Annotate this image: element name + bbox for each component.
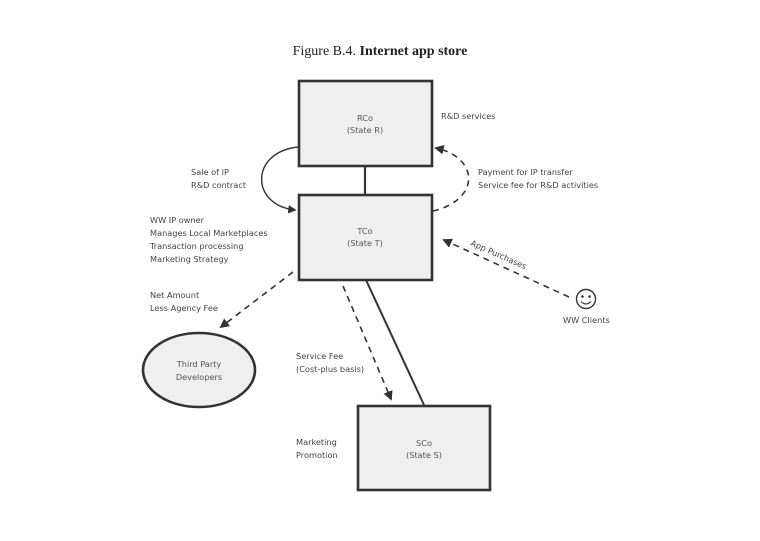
- payment-label-1: Payment for IP transfer: [478, 167, 573, 177]
- developers-line2: Developers: [176, 372, 222, 382]
- tco-role-4: Marketing Strategy: [150, 254, 229, 264]
- tco-role-1: WW IP owner: [150, 215, 205, 225]
- service-fee-label-2: (Cost-plus basis): [296, 364, 364, 374]
- tco-role-3: Transaction processing: [149, 241, 244, 251]
- rco-box: RCo (State R): [297, 79, 434, 168]
- sale-of-ip-arrow: [261, 146, 299, 214]
- sale-of-ip-label-1: Sale of IP: [191, 167, 229, 177]
- service-fee-arrow: [342, 285, 393, 401]
- tco-role-2: Manages Local Marketplaces: [150, 228, 268, 238]
- clients-label: WW Clients: [563, 315, 610, 325]
- rco-state: (State R): [347, 125, 383, 135]
- developers-ellipse: Third Party Developers: [141, 331, 257, 409]
- rd-services-label: R&D services: [441, 111, 496, 121]
- payment-arrow: [432, 145, 470, 212]
- net-amount-label-2: Less Agency Fee: [150, 303, 218, 313]
- sale-of-ip-label-2: R&D contract: [191, 180, 247, 190]
- sco-role-1: Marketing: [296, 437, 337, 447]
- rco-name: RCo: [357, 113, 373, 123]
- sco-state: (State S): [406, 450, 442, 460]
- figure-title: Figure B.4. Internet app store: [0, 44, 760, 60]
- net-amount-label-1: Net Amount: [150, 290, 200, 300]
- figure-title-prefix: Figure B.4.: [292, 44, 357, 59]
- tco-box: TCo (State T): [297, 193, 434, 282]
- smiley-icon: [575, 288, 597, 310]
- app-purchases-label: App Purchases: [469, 238, 528, 272]
- tco-name: TCo: [356, 226, 372, 236]
- figure-title-main: Internet app store: [359, 44, 468, 59]
- tco-sco-connector: [365, 279, 425, 406]
- sco-box: SCo (State S): [356, 404, 492, 492]
- sco-role-2: Promotion: [296, 450, 338, 460]
- net-amount-arrow: [219, 271, 294, 329]
- sco-name: SCo: [416, 438, 432, 448]
- service-fee-label-1: Service Fee: [296, 351, 343, 361]
- payment-label-2: Service fee for R&D activities: [478, 180, 598, 190]
- app-purchases-arrow: [442, 238, 570, 298]
- tco-state: (State T): [347, 238, 383, 248]
- developers-line1: Third Party: [176, 359, 222, 369]
